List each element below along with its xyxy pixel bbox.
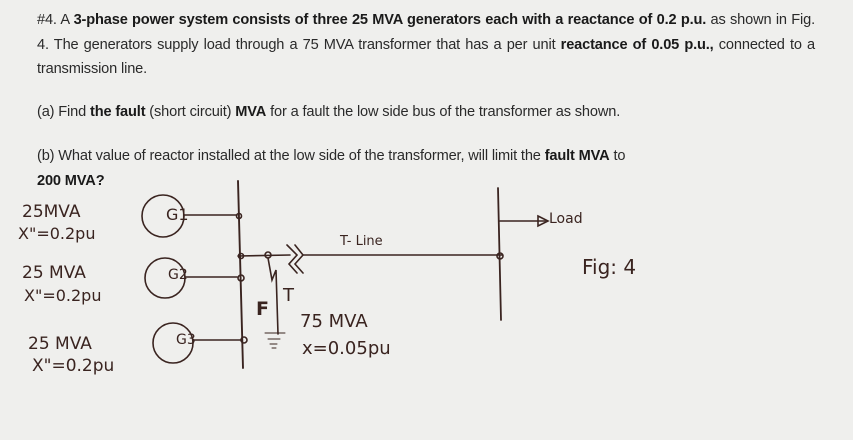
g1-rating: 25MVA xyxy=(22,202,81,222)
transformer-reactance: x=0.05pu xyxy=(302,338,391,359)
bold-text: 3-phase power system consists of three 2… xyxy=(73,12,707,28)
load-arrow-icon xyxy=(537,214,550,228)
fault-label: F xyxy=(256,298,269,320)
load-label: Load xyxy=(549,211,583,227)
problem-number: #4. xyxy=(37,12,57,28)
load-bus xyxy=(497,187,502,321)
generator-g1-symbol xyxy=(141,194,185,238)
transformer-rating: 75 MVA xyxy=(300,311,368,332)
generator-g3-symbol xyxy=(152,322,194,364)
transformer-label: T xyxy=(283,285,294,306)
part-a: (a) Find the fault (short circuit) MVA f… xyxy=(37,104,621,120)
transformer-symbol xyxy=(286,244,305,274)
generator-label: G1 xyxy=(166,205,189,224)
g1-reactance: X"=0.2pu xyxy=(18,224,96,243)
generator-g2-symbol xyxy=(144,257,186,299)
generator-label: G2 xyxy=(168,267,188,283)
g3-rating: 25 MVA xyxy=(28,334,92,354)
g3-reactance: X"=0.2pu xyxy=(32,356,115,376)
generator-label: G3 xyxy=(176,332,196,348)
fault-symbol xyxy=(267,257,279,335)
g2-rating: 25 MVA xyxy=(22,263,86,283)
g2-reactance: X"=0.2pu xyxy=(24,286,102,305)
figure-caption: Fig: 4 xyxy=(582,255,637,279)
part-b: (b) What value of reactor installed at t… xyxy=(37,148,626,189)
line-label: T- Line xyxy=(340,234,383,249)
problem-statement: #4. A 3-phase power system consists of t… xyxy=(37,12,815,77)
bold-text: reactance of 0.05 p.u., xyxy=(560,36,714,53)
